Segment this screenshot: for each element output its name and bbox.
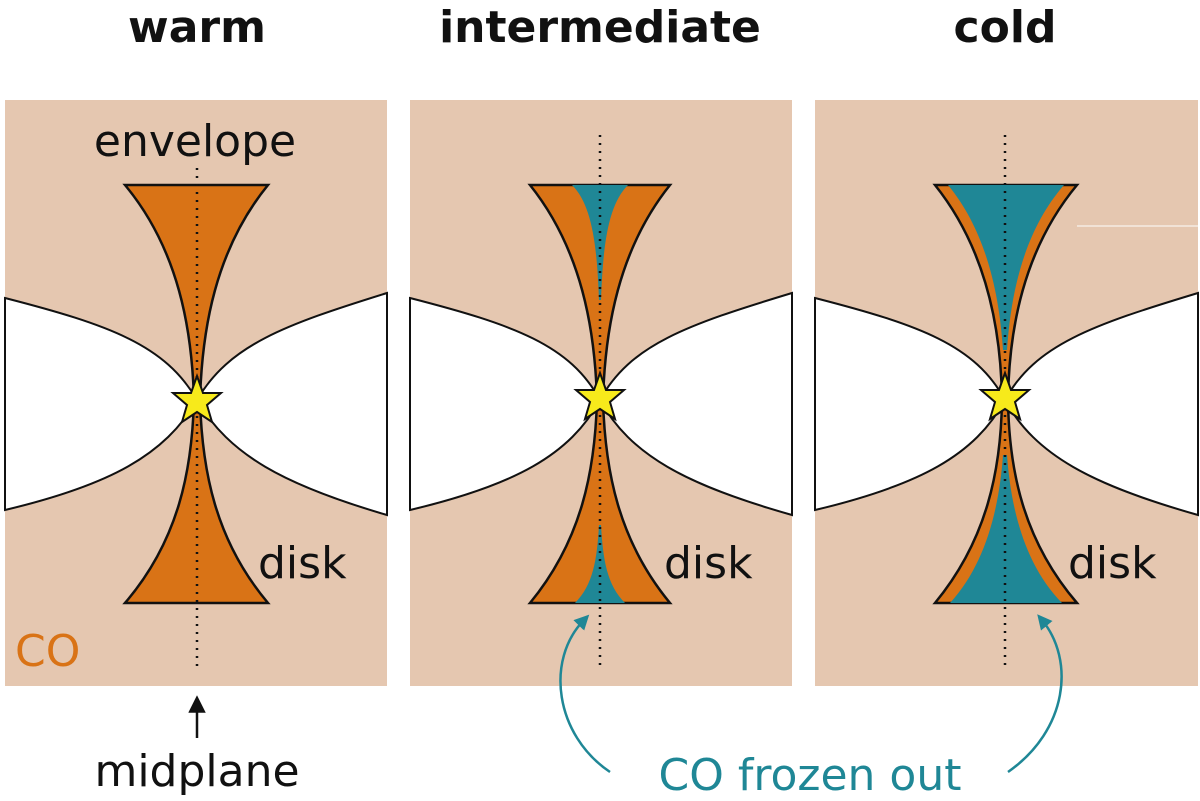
disk-label: disk: [664, 538, 753, 589]
co-frozen-out-label: CO frozen out: [659, 750, 962, 801]
frozen-upper: [572, 185, 628, 300]
outflow-cavity: [4, 291, 388, 517]
envelope-label: envelope: [94, 116, 296, 167]
frozen-upper: [948, 185, 1064, 350]
frozen-lower: [575, 525, 625, 603]
outflow-cavity: [814, 291, 1199, 517]
title-intermediate: intermediate: [439, 2, 761, 53]
star-icon: [978, 369, 1032, 422]
co-label: CO: [15, 626, 80, 677]
star-icon: [573, 369, 627, 422]
panel-intermediate: disk: [409, 100, 793, 686]
panel-cold: disk: [814, 100, 1199, 686]
title-cold: cold: [954, 2, 1057, 53]
arrow-icon: [559, 614, 611, 774]
disk-label: disk: [1068, 538, 1157, 589]
arrow-icon: [1007, 614, 1063, 774]
midplane-label: midplane: [94, 746, 299, 797]
disk-label: disk: [258, 538, 347, 589]
panel-warm: envelope disk CO: [4, 100, 388, 686]
star-icon: [170, 372, 224, 425]
title-warm: warm: [128, 2, 266, 53]
outflow-cavity: [409, 291, 793, 517]
